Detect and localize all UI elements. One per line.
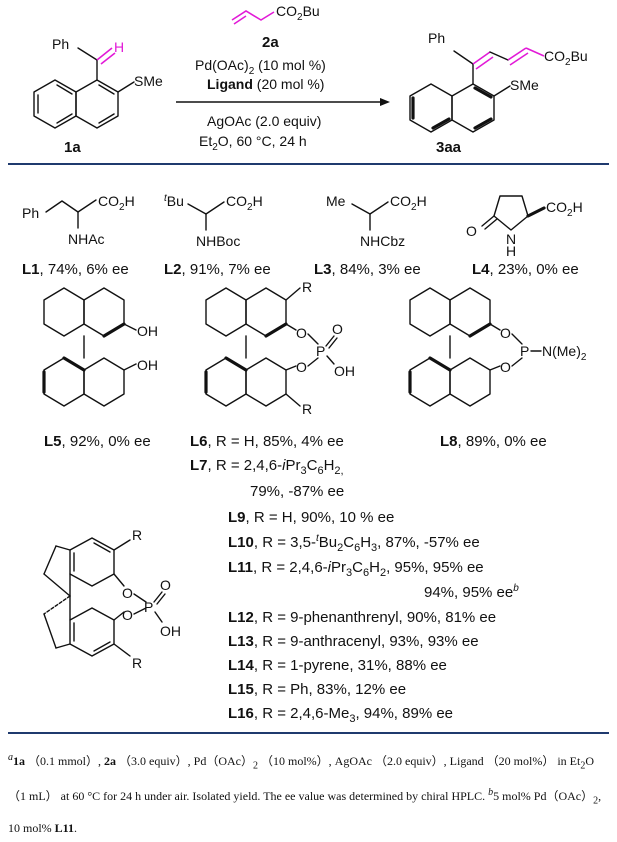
reagent-2a: CO2Bu 2a [231, 3, 320, 51]
svg-text:P: P [316, 343, 325, 359]
svg-text:R: R [132, 527, 142, 543]
ligand-L3-label: L3, 84%, 3% ee [314, 261, 421, 278]
ligand-L5-structure: OH OH [42, 287, 158, 407]
svg-text:O: O [332, 321, 343, 337]
reaction-scheme-figure: Ph H SMe 1a CO2Bu 2a Pd(OAc)2 (10 mol %)… [8, 3, 609, 734]
ligand-L16-label: L16, R = 2,4,6-Me3, 94%, 89% ee [228, 705, 453, 725]
ligand-L14-label: L14, R = 1-pyrene, 31%, 88% ee [228, 657, 447, 674]
svg-text:O: O [122, 585, 133, 601]
ligand-L1-structure: Ph CO2H NHAc [22, 193, 135, 247]
reagent-id: 2a [262, 34, 279, 51]
ligand-L4-structure: O N H CO2H [466, 195, 583, 259]
ligand-L1-label: L1, 74%, 6% ee [22, 261, 129, 278]
footnote-a-marker: a [8, 752, 13, 763]
svg-text:O: O [466, 223, 477, 239]
svg-text:OH: OH [137, 323, 158, 339]
condition-ligand: Ligand (20 mol %) [207, 76, 324, 92]
ligand-L12-label: L12, R = 9-phenanthrenyl, 90%, 81% ee [228, 609, 496, 626]
svg-text:CO2H: CO2H [98, 193, 135, 213]
svg-text:O: O [122, 607, 133, 623]
svg-text:N(Me)2: N(Me)2 [542, 343, 587, 363]
ligand-L2-structure: tBu CO2H NHBoc [164, 193, 263, 249]
ligand-L8-structure: O O P N(Me)2 [408, 287, 587, 407]
ligand-L11-label: L11, R = 2,4,6-iPr3C6H2, 95%, 95% ee [228, 559, 484, 579]
svg-text:CO2H: CO2H [546, 199, 583, 219]
footnote-b-marker: b [488, 787, 494, 799]
ligand-L4-label: L4, 23%, 0% ee [472, 261, 579, 278]
svg-text:O: O [296, 325, 307, 341]
svg-text:R: R [302, 401, 312, 417]
svg-text:Ph: Ph [22, 205, 39, 221]
svg-text:O: O [296, 359, 307, 375]
svg-text:N: N [506, 231, 516, 247]
svg-text:tBu: tBu [164, 193, 184, 209]
svg-text:Me: Me [326, 193, 346, 209]
svg-text:OH: OH [334, 363, 355, 379]
ligand-L15-label: L15, R = Ph, 83%, 12% ee [228, 681, 406, 698]
product-ester: CO2Bu [544, 48, 588, 68]
ligand-L10-label: L10, R = 3,5-tBu2C6H3, 87%, -57% ee [228, 533, 480, 554]
ligand-L7-label: L7, R = 2,4,6-iPr3C6H2, [190, 457, 344, 477]
product-sme: SMe [510, 77, 539, 93]
reagent-ester: CO2Bu [276, 3, 320, 23]
substrate-1a: Ph H SMe 1a [33, 36, 163, 156]
reaction-conditions: Pd(OAc)2 (10 mol %) Ligand (20 mol %) Ag… [176, 57, 390, 153]
condition-oxidant: AgOAc (2.0 equiv) [207, 113, 321, 129]
substrate-ph: Ph [52, 36, 69, 52]
ligand-L6-structure: R R O O P O OH [204, 279, 355, 417]
svg-text:NHAc: NHAc [68, 231, 105, 247]
svg-text:P: P [144, 599, 153, 615]
ligand-L8-label: L8, 89%, 0% ee [440, 433, 547, 450]
svg-text:CO2H: CO2H [390, 193, 427, 213]
condition-solvent: Et2O, 60 °C, 24 h [199, 133, 307, 153]
product-ph: Ph [428, 30, 445, 46]
substrate-id: 1a [64, 139, 81, 156]
svg-text:NHBoc: NHBoc [196, 233, 240, 249]
svg-text:O: O [500, 359, 511, 375]
svg-text:O: O [500, 325, 511, 341]
condition-catalyst: Pd(OAc)2 (10 mol %) [195, 57, 326, 77]
substrate-h: H [114, 39, 124, 55]
svg-text:OH: OH [160, 623, 181, 639]
ligand-L2-label: L2, 91%, 7% ee [164, 261, 271, 278]
product-id: 3aa [436, 139, 462, 156]
footnote: a1a （0.1 mmol）, 2a （3.0 equiv）, Pd（OAc）2… [8, 752, 602, 835]
ligand-L9-label: L9, R = H, 90%, 10 % ee [228, 509, 394, 526]
ligand-L13-label: L13, R = 9-anthracenyl, 93%, 93% ee [228, 633, 479, 650]
svg-text:O: O [160, 577, 171, 593]
svg-text:R: R [302, 279, 312, 295]
svg-text:NHCbz: NHCbz [360, 233, 405, 249]
substrate-sme: SMe [134, 73, 163, 89]
product-3aa: Ph SMe CO2Bu 3aa [409, 30, 588, 156]
ligand-L6-label: L6, R = H, 85%, 4% ee [190, 433, 344, 450]
ligand-L11-result: 94%, 95% eeb [424, 583, 519, 601]
svg-text:H: H [506, 243, 516, 259]
svg-text:CO2H: CO2H [226, 193, 263, 213]
ligand-L5-label: L5, 92%, 0% ee [44, 433, 151, 450]
ligand-L3-structure: Me CO2H NHCbz [326, 193, 427, 249]
svg-text:P: P [520, 343, 529, 359]
ligand-spinol-structure: R R O O P O OH [43, 527, 181, 671]
ligand-L7-result: 79%, -87% ee [250, 483, 344, 500]
svg-text:R: R [132, 655, 142, 671]
svg-text:OH: OH [137, 357, 158, 373]
